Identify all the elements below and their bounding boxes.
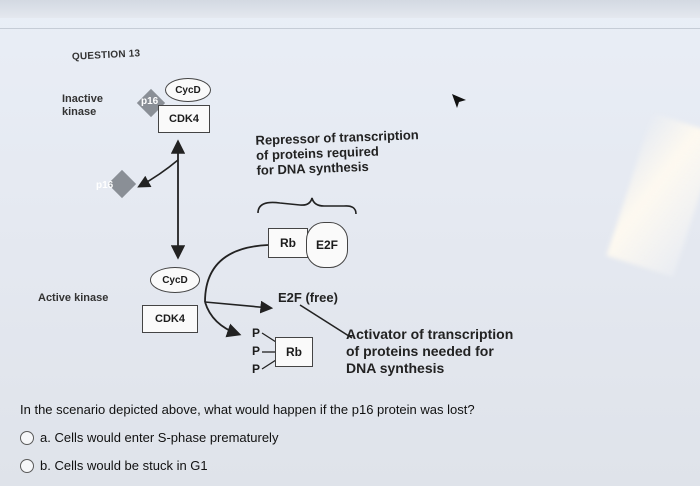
radio-a[interactable]: [20, 430, 34, 445]
cycd-bottom: CycD: [150, 267, 200, 293]
phosphate-3: P: [252, 362, 261, 376]
repressor-text: Repressor of transcription of proteins r…: [255, 127, 419, 178]
phosphate-2: P: [252, 344, 261, 358]
cdk4-bottom: CDK4: [142, 305, 198, 333]
p16-curve: [137, 159, 179, 188]
question-text: In the scenario depicted above, what wou…: [20, 402, 475, 417]
active-kinase-label: Active kinase: [38, 292, 109, 304]
p16-top-label: p16: [141, 96, 159, 107]
phosphate-1: P: [252, 326, 261, 340]
e2f-release-arrow: [204, 300, 274, 314]
radio-b[interactable]: [20, 458, 34, 473]
top-bar: [0, 0, 700, 18]
e2f-free-label: E2F (free): [278, 290, 338, 305]
mouse-cursor: [452, 94, 466, 108]
rb-box: Rb: [268, 228, 308, 258]
option-b-label: b. Cells would be stuck in G1: [40, 458, 208, 473]
rb-phosphorylated: Rb: [275, 337, 313, 367]
activator-text: Activator of transcription of proteins n…: [346, 326, 514, 376]
p-connector-3: [261, 359, 277, 370]
p-connector-1: [261, 332, 277, 343]
e2f-bound: E2F: [306, 222, 348, 268]
kinase-curve-upper: [204, 244, 269, 303]
option-a[interactable]: a. Cells would enter S-phase prematurely: [20, 430, 278, 445]
option-b[interactable]: b. Cells would be stuck in G1: [20, 458, 208, 473]
p16-free-label: p16: [96, 180, 114, 191]
e2f-activator-line: [299, 304, 353, 339]
cycd-top: CycD: [165, 78, 211, 102]
kinase-curve-lower: [204, 301, 242, 338]
inactive-kinase-label: Inactive kinase: [62, 93, 103, 118]
header-divider: [0, 28, 700, 29]
repressor-brace: [257, 197, 357, 215]
option-a-label: a. Cells would enter S-phase prematurely: [40, 430, 279, 445]
cdk4-top: CDK4: [158, 105, 210, 133]
